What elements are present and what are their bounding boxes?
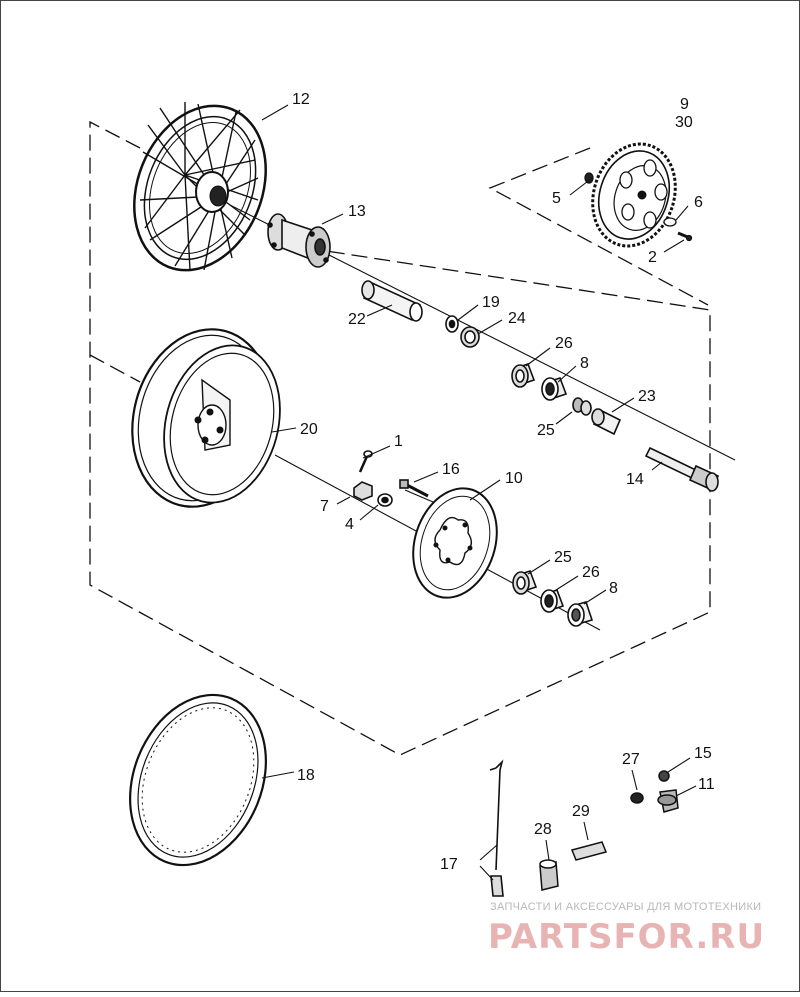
watermark: ЗАПЧАСТИ И АКСЕССУАРЫ ДЛЯ МОТОТЕХНИКИ PA… [488, 901, 765, 957]
callout-29: 29 [572, 803, 590, 820]
callout-19: 19 [482, 294, 500, 311]
callout-5: 5 [552, 190, 561, 207]
callout-17: 17 [440, 856, 458, 873]
callout-13: 13 [348, 203, 366, 220]
upper-bearings [511, 362, 592, 416]
callout-14: 14 [626, 471, 644, 488]
callout-15: 15 [694, 745, 712, 762]
callout-24: 24 [508, 310, 526, 327]
cast-wheel-link [89, 354, 141, 383]
callout-6: 6 [694, 194, 703, 211]
pulley [591, 142, 677, 248]
rim [129, 693, 267, 867]
brake-disc [412, 487, 498, 599]
spacer-tube [361, 280, 423, 322]
callout-25-upper: 25 [537, 422, 555, 439]
callout-12: 12 [292, 91, 310, 108]
spoked-wheel [133, 102, 267, 272]
callout-1: 1 [394, 433, 403, 450]
leader-lines [261, 104, 697, 881]
axle-assembly [591, 408, 720, 492]
pulley-assembly-outline [488, 147, 709, 306]
spoke-nipple-and-weight [539, 841, 608, 891]
callout-25-lower: 25 [554, 549, 572, 566]
callout-7: 7 [320, 498, 329, 515]
callout-28: 28 [534, 821, 552, 838]
seal-parts [445, 315, 480, 348]
callout-30: 30 [675, 114, 693, 131]
callout-8-lower: 8 [609, 580, 618, 597]
callout-26-lower: 26 [582, 564, 600, 581]
assembly-dashed-lines [89, 120, 711, 756]
callout-27: 27 [622, 751, 640, 768]
valve-parts [630, 770, 679, 813]
watermark-brand: PARTSFOR.RU [488, 917, 765, 957]
spoke [489, 759, 504, 897]
callout-labels: 12 13 9 30 5 6 2 22 19 24 26 8 25 23 14 … [292, 91, 715, 873]
cast-wheel [131, 328, 281, 508]
hub [267, 213, 331, 268]
callout-10: 10 [505, 470, 523, 487]
fasteners [353, 450, 429, 507]
callout-26-upper: 26 [555, 335, 573, 352]
callout-22: 22 [348, 311, 366, 328]
lower-bearings [512, 569, 594, 627]
callout-9: 9 [680, 96, 689, 113]
callout-11: 11 [698, 776, 715, 793]
callout-8-upper: 8 [580, 355, 589, 372]
callout-4: 4 [345, 516, 354, 533]
callout-2: 2 [648, 249, 657, 266]
callout-23: 23 [638, 388, 656, 405]
pulley-hardware [584, 172, 693, 242]
callout-18: 18 [297, 767, 315, 784]
main-assembly-outline [89, 120, 711, 756]
callout-20: 20 [300, 421, 318, 438]
callout-16: 16 [442, 461, 460, 478]
watermark-tagline: ЗАПЧАСТИ И АКСЕССУАРЫ ДЛЯ МОТОТЕХНИКИ [490, 901, 761, 913]
